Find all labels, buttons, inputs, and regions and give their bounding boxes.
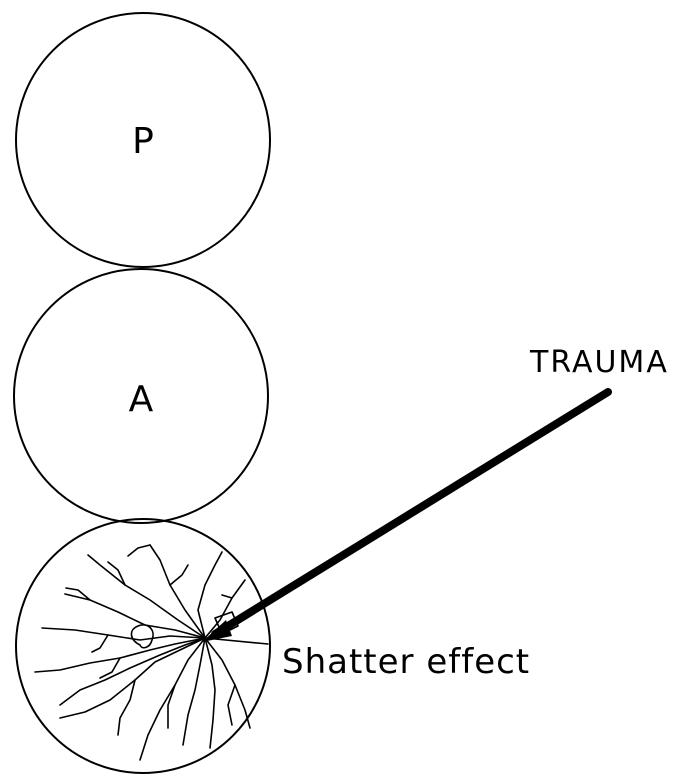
- crack-line: [222, 595, 232, 598]
- circle-a-group: A: [14, 269, 268, 523]
- crack-lines: [35, 545, 268, 760]
- crack-line: [60, 638, 205, 718]
- trauma-line: [215, 392, 608, 634]
- crack-line: [128, 545, 150, 556]
- crack-line: [66, 588, 90, 600]
- shattered-circle-group: [16, 519, 270, 773]
- crack-line: [205, 638, 215, 748]
- crack-line: [183, 638, 205, 745]
- crack-line: [92, 635, 108, 652]
- shatter-effect-label: Shatter effect: [282, 642, 530, 682]
- crack-line: [170, 565, 188, 585]
- crack-line: [140, 638, 205, 760]
- crack-line: [42, 628, 205, 640]
- crack-line: [118, 680, 135, 735]
- circle-a-label: A: [129, 379, 154, 420]
- crack-line: [131, 625, 153, 648]
- crack-line: [150, 545, 205, 638]
- circle-p-group: P: [16, 13, 270, 267]
- crack-line: [228, 685, 235, 725]
- crack-line: [35, 638, 205, 672]
- crack-line: [205, 638, 250, 728]
- shattered-circle: [16, 519, 270, 773]
- circle-p-label: P: [132, 121, 154, 162]
- trauma-label: TRAUMA: [529, 345, 669, 380]
